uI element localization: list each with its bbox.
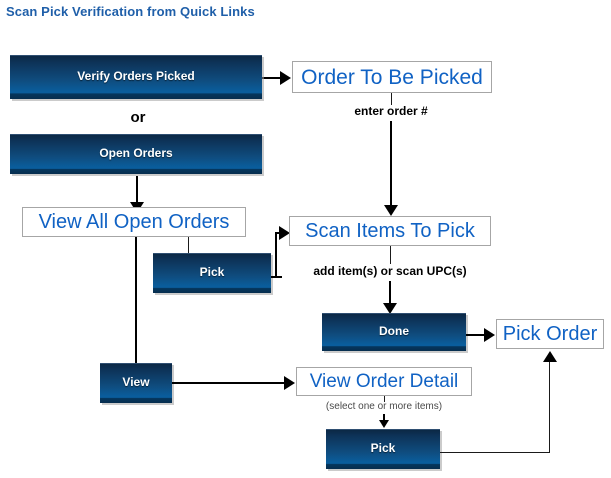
view-button[interactable]: View xyxy=(100,363,172,403)
connector-pickbottom-loop-h xyxy=(440,452,550,453)
arrowhead-view-to-detail xyxy=(284,376,295,390)
pick-order-screen[interactable]: Pick Order xyxy=(496,319,604,349)
view-order-detail-label: View Order Detail xyxy=(309,371,459,392)
connector-viewall-to-view xyxy=(135,237,137,367)
verify-orders-picked-label: Verify Orders Picked xyxy=(77,68,195,83)
order-to-be-picked-screen[interactable]: Order To Be Picked xyxy=(292,61,492,93)
pick-top-button[interactable]: Pick xyxy=(153,253,271,293)
arrowhead-pickbottom-to-pickorder xyxy=(543,351,557,362)
connector-detail-to-pickbottom xyxy=(383,414,385,422)
done-label: Done xyxy=(379,323,409,338)
connector-order-to-scan xyxy=(390,121,392,209)
view-all-open-orders-screen[interactable]: View All Open Orders xyxy=(22,207,246,237)
open-orders-button[interactable]: Open Orders xyxy=(10,134,262,174)
arrowhead-done-to-pickorder xyxy=(484,328,495,342)
arrowhead-scan-to-done xyxy=(383,303,397,314)
scan-items-to-pick-label: Scan Items To Pick xyxy=(305,220,475,242)
connector-done-to-pickorder xyxy=(466,334,487,336)
select-one-or-more-items-label: (select one or more items) xyxy=(325,401,443,412)
connector-detail-stub xyxy=(384,396,385,402)
view-order-detail-screen[interactable]: View Order Detail xyxy=(296,367,472,396)
connector-scan-to-done xyxy=(389,281,391,309)
connector-scan-stub xyxy=(390,246,391,264)
done-button[interactable]: Done xyxy=(322,313,466,351)
or-divider-label: or xyxy=(130,109,146,126)
pick-bottom-label: Pick xyxy=(370,440,396,455)
scan-items-to-pick-screen[interactable]: Scan Items To Pick xyxy=(289,216,491,246)
pick-bottom-button[interactable]: Pick xyxy=(326,429,440,469)
enter-order-number-label: enter order # xyxy=(354,104,428,118)
connector-openorders-to-viewall xyxy=(136,176,138,210)
add-items-or-scan-upc-label: add item(s) or scan UPC(s) xyxy=(313,264,467,278)
open-orders-label: Open Orders xyxy=(99,145,173,160)
verify-orders-picked-button[interactable]: Verify Orders Picked xyxy=(10,55,262,99)
arrowhead-verify-to-order xyxy=(280,71,291,85)
connector-order-stub xyxy=(391,93,392,105)
connector-picktop-elbow-v xyxy=(275,232,277,278)
view-label: View xyxy=(122,374,150,389)
pick-order-label: Pick Order xyxy=(502,323,598,345)
connector-pickbottom-loop-v xyxy=(549,362,550,453)
arrowhead-detail-to-pickbottom xyxy=(379,420,389,428)
order-to-be-picked-label: Order To Be Picked xyxy=(301,65,483,89)
view-all-open-orders-label: View All Open Orders xyxy=(38,211,230,233)
connector-viewall-to-pick-top xyxy=(188,237,189,260)
page-title: Scan Pick Verification from Quick Links xyxy=(6,4,255,19)
arrowhead-picktop-to-scan xyxy=(279,226,290,240)
arrowhead-order-to-scan xyxy=(384,205,398,216)
pick-top-label: Pick xyxy=(199,264,225,279)
connector-view-to-detail xyxy=(172,382,286,384)
connector-verify-to-order xyxy=(262,77,282,79)
